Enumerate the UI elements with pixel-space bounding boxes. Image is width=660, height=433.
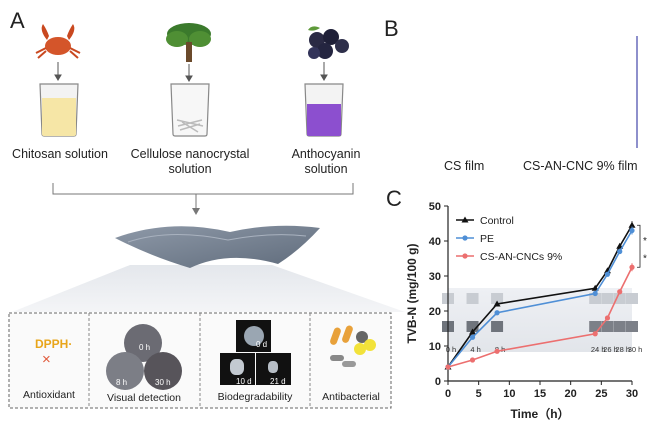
sample-thumb-bottom-5 xyxy=(613,321,626,332)
series-0-point-1 xyxy=(469,328,477,335)
dpph-label: DPPH· xyxy=(35,337,73,351)
cnc-solution-label: Cellulose nanocrystal solution xyxy=(130,147,250,176)
panel-label-a: A xyxy=(10,8,25,33)
time-label-5: 28 h xyxy=(615,345,630,354)
legend-marker-2 xyxy=(462,253,468,259)
sample-thumb-bottom-2 xyxy=(491,321,504,332)
features-box xyxy=(8,312,392,409)
chitosan-beaker-icon xyxy=(39,83,79,137)
panel-label-c: C xyxy=(386,186,402,211)
legend-label-0: Control xyxy=(480,215,514,227)
biodeg-label-21d: 21 d xyxy=(270,377,286,386)
series-2-point-2 xyxy=(494,348,500,354)
visual-label-0h: 0 h xyxy=(139,343,151,352)
legend-marker-1 xyxy=(462,235,468,241)
time-label-2: 8 h xyxy=(495,345,505,354)
y-tick-label-40: 40 xyxy=(429,236,441,248)
time-label-6: 30 h xyxy=(628,345,643,354)
sample-thumb-top-3 xyxy=(589,293,602,304)
biodeg-frame-0d xyxy=(236,320,271,352)
y-tick-label-20: 20 xyxy=(429,306,441,318)
biodeg-label-10d: 10 d xyxy=(236,377,252,386)
crab-icon xyxy=(35,24,81,59)
significance-mark-1: * xyxy=(643,254,647,265)
sample-photo-strip xyxy=(448,288,632,352)
biodegradability-label: Biodegradability xyxy=(217,391,293,403)
anthocyanin-solution-label: Anthocyanin solution xyxy=(291,147,361,176)
sample-thumb-bottom-4 xyxy=(601,321,614,332)
bacteria-icon xyxy=(330,325,376,367)
antibacterial-label: Antibacterial xyxy=(322,391,380,403)
y-tick-label-0: 0 xyxy=(435,376,441,388)
x-tick-label-25: 25 xyxy=(595,388,607,400)
sample-thumb-bottom-6 xyxy=(626,321,638,332)
ingredient-arrows xyxy=(54,62,328,82)
series-2-point-4 xyxy=(604,315,611,321)
y-tick-label-10: 10 xyxy=(429,341,441,353)
sample-thumb-bottom-3 xyxy=(589,321,602,332)
legend-label-1: PE xyxy=(480,233,494,245)
y-tick-label-50: 50 xyxy=(429,201,441,213)
time-label-1: 4 h xyxy=(470,345,480,354)
y-axis-label: TVB-N (mg/100 g) xyxy=(405,243,419,343)
series-2-point-5 xyxy=(617,289,623,295)
cs-an-cnc-film-edge xyxy=(636,36,638,148)
legend-marker-0 xyxy=(461,216,469,223)
combine-bracket xyxy=(52,183,354,215)
cross-icon: × xyxy=(42,351,51,368)
series-1-point-2 xyxy=(494,310,500,316)
significance-mark-0: * xyxy=(643,236,647,247)
x-tick-label-10: 10 xyxy=(503,388,515,400)
visual-circle-8h xyxy=(106,352,144,390)
y-tick-label-30: 30 xyxy=(429,271,441,283)
series-2-point-3 xyxy=(592,331,598,337)
sample-thumb-top-6 xyxy=(626,293,638,304)
series-1-point-1 xyxy=(469,334,476,340)
biodeg-label-0d: 0 d xyxy=(256,340,268,349)
x-axis-label: Time（h） xyxy=(510,406,569,421)
visual-label-8h: 8 h xyxy=(116,378,128,387)
time-label-4: 26 h xyxy=(603,345,618,354)
berries-icon xyxy=(308,26,349,59)
significance-bracket xyxy=(637,224,641,268)
visual-label-30h: 30 h xyxy=(155,378,171,387)
sample-thumb-top-2 xyxy=(491,293,504,304)
x-tick-label-20: 20 xyxy=(565,388,577,400)
series-0-point-3 xyxy=(591,284,599,291)
series-1-point-5 xyxy=(617,248,623,255)
sample-thumb-bottom-1 xyxy=(466,321,479,332)
panel-label-b: B xyxy=(384,16,399,41)
film-sheet-illustration xyxy=(12,225,405,312)
sample-thumb-top-4 xyxy=(601,293,614,304)
series-0-point-2 xyxy=(493,300,501,307)
biodeg-frame-21d xyxy=(256,353,291,385)
chitosan-solution-label: Chitosan solution xyxy=(12,147,108,161)
visual-circle-30h xyxy=(144,352,182,390)
sample-thumb-top-1 xyxy=(466,293,479,304)
cnc-beaker-icon xyxy=(170,83,210,137)
x-tick-label-30: 30 xyxy=(626,388,638,400)
legend-label-2: CS-AN-CNCs 9% xyxy=(480,251,562,263)
series-2-point-1 xyxy=(469,357,476,363)
x-tick-label-15: 15 xyxy=(534,388,546,400)
time-label-3: 24 h xyxy=(591,345,606,354)
tree-icon xyxy=(166,23,211,62)
x-tick-label-0: 0 xyxy=(445,388,451,400)
series-1-point-4 xyxy=(604,271,611,277)
biodeg-frame-10d xyxy=(220,353,255,385)
x-tick-label-5: 5 xyxy=(476,388,482,400)
cs-an-cnc-film-label: CS-AN-CNC 9% film xyxy=(523,159,638,173)
time-label-0: 0 h xyxy=(446,345,456,354)
cs-film-label: CS film xyxy=(444,159,485,173)
visual-detection-label: Visual detection xyxy=(107,392,181,404)
antioxidant-label: Antioxidant xyxy=(23,389,75,401)
sample-thumb-top-5 xyxy=(613,293,626,304)
series-2-point-0 xyxy=(445,364,451,370)
anthocyanin-beaker-icon xyxy=(304,83,344,137)
series-1-point-3 xyxy=(592,290,598,297)
